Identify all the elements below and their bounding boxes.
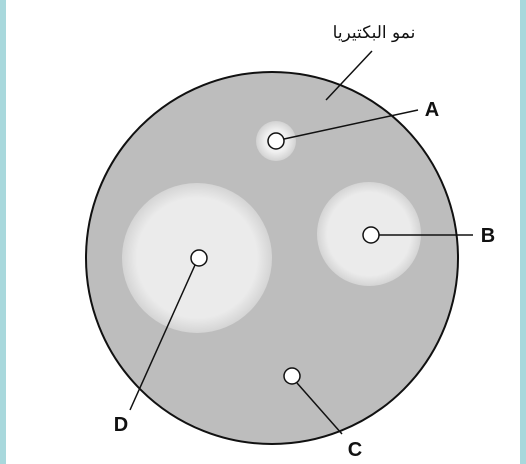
disk-a [268, 133, 284, 149]
petri-dish-diagram: نمو البكتيريا A B C D [6, 0, 526, 464]
label-c: C [348, 439, 362, 461]
label-a: A [425, 99, 439, 121]
disk-d [191, 250, 207, 266]
disk-c [284, 368, 300, 384]
label-b: B [481, 225, 495, 247]
label-d: D [114, 414, 128, 436]
bacterial-growth-label: نمو البكتيريا [333, 23, 416, 43]
disk-b [363, 227, 379, 243]
